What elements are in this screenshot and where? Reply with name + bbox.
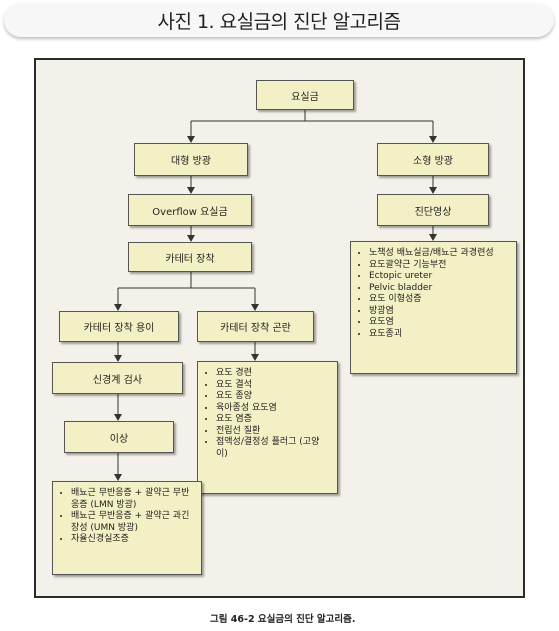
arrowhead: [429, 187, 437, 194]
list-item: 요도 경련: [216, 368, 331, 380]
node-catheter: 카테터 장착: [128, 242, 252, 272]
list-abnormal-causes: 배뇨근 무반응증 + 괄약근 무반응증 (LMN 방광) 배뇨근 무반응증 + …: [52, 481, 202, 575]
list-item: 점액성/결정성 플러그 (고양이): [216, 437, 331, 460]
arrowhead: [251, 354, 259, 361]
node-neuro-exam: 신경계 검사: [52, 362, 183, 394]
node-root: 요실금: [256, 80, 354, 110]
arrowhead: [114, 304, 122, 311]
list-item: Ectopic ureter: [369, 271, 510, 283]
list-item: 요도 이형성증: [369, 294, 510, 306]
node-catheter-hard: 카테터 장착 곤란: [197, 311, 314, 342]
node-catheter-easy: 카테터 장착 용이: [59, 311, 179, 342]
figure-caption: 그림 46-2 요실금의 진단 알고리즘.: [210, 614, 356, 625]
list-item: 배뇨근 무반응증 + 괄약근 무반응증 (LMN 방광): [71, 488, 195, 511]
list-item: 방광염: [369, 306, 510, 318]
list-item: 요도 결석: [216, 380, 331, 392]
list-item: 자율신경실조증: [71, 534, 195, 546]
arrowhead: [187, 235, 195, 242]
list-small-bladder-causes: 노책성 배뇨실금/배뇨근 과경련성 요도괄약근 기능부전 Ectopic ure…: [350, 241, 517, 374]
arrowhead: [187, 187, 195, 194]
list-item: 전립선 질환: [216, 426, 331, 438]
arrowhead: [114, 414, 122, 421]
arrowhead: [187, 136, 195, 143]
list-item: 요도 종양: [216, 391, 331, 403]
list-item: 요도종괴: [369, 329, 510, 341]
arrowhead: [251, 304, 259, 311]
page-title: 사진 1. 요실금의 진단 알고리즘: [4, 3, 554, 37]
list-item: 요도괄약근 기능부전: [369, 260, 510, 272]
list-item: 요도염: [369, 317, 510, 329]
node-overflow: Overflow 요실금: [128, 194, 252, 226]
list-item: 배뇨근 무반응증 + 괄약근 과긴장성 (UMN 방광): [71, 511, 195, 534]
node-large-bladder: 대형 방광: [134, 143, 248, 176]
list-catheter-hard-causes: 요도 경련 요도 결석 요도 종양 육아종성 요도염 요도 염증 전립선 질환 …: [197, 361, 338, 494]
arrowhead: [114, 355, 122, 362]
list-item: Pelvic bladder: [369, 283, 510, 295]
node-imaging: 진단영상: [377, 194, 489, 226]
list-item: 요도 염증: [216, 414, 331, 426]
arrowhead: [429, 136, 437, 143]
arrowhead: [114, 474, 122, 481]
node-abnormal: 이상: [64, 421, 174, 453]
list-item: 육아종성 요도염: [216, 403, 331, 415]
node-small-bladder: 소형 방광: [377, 143, 489, 176]
arrowhead: [429, 234, 437, 241]
list-item: 노책성 배뇨실금/배뇨근 과경련성: [369, 248, 510, 260]
